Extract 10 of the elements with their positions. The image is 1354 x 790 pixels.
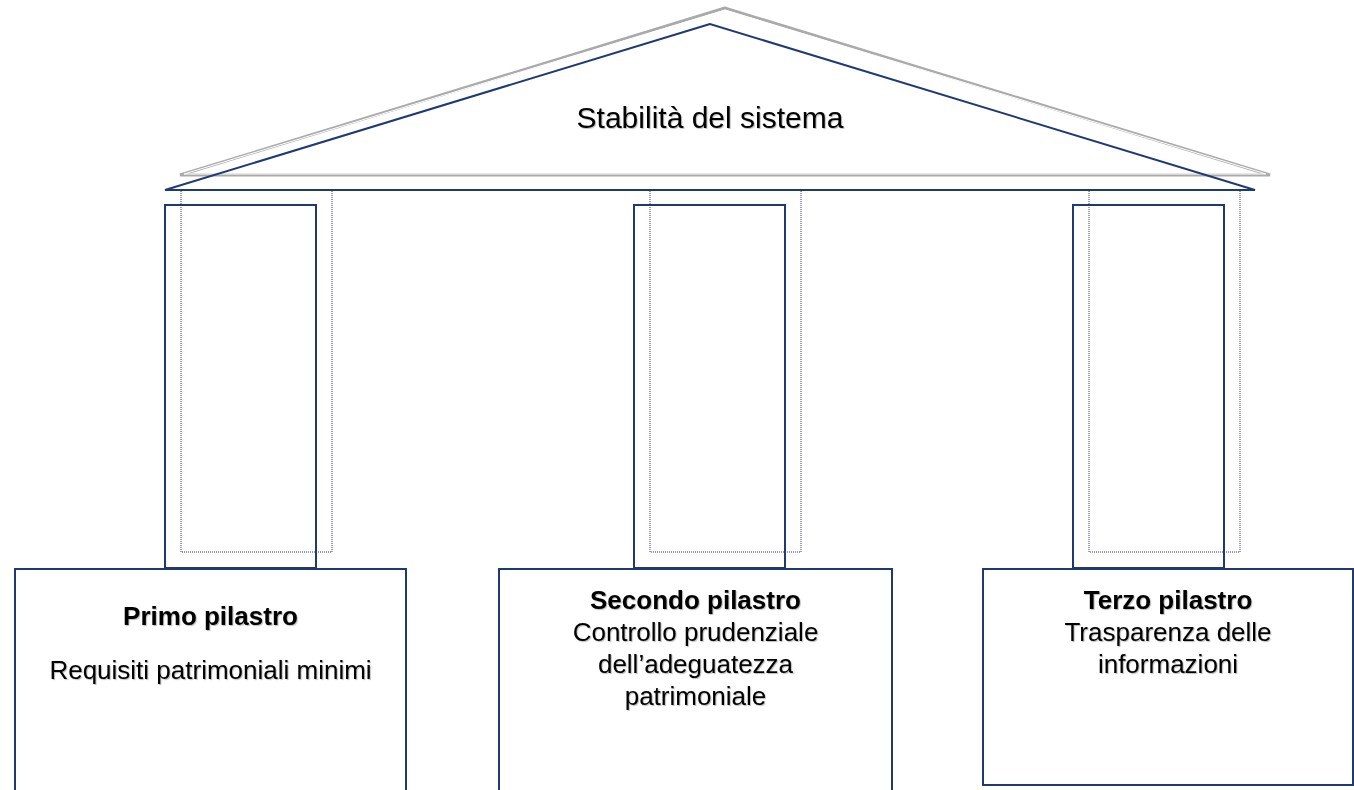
pillar-description: Requisiti patrimoniali minimi — [48, 654, 373, 686]
roof-text: Stabilità del sistema — [575, 102, 845, 134]
pillar-box — [14, 568, 407, 790]
pillar-box — [498, 568, 893, 790]
pillar-title: Secondo pilastro — [589, 584, 802, 616]
pillar-box — [982, 568, 1354, 786]
pillar-description: Controllo prudenziale dell’adeguatezza patrimoniale — [571, 616, 820, 712]
pillar-description: Trasparenza delle informazioni — [1063, 616, 1273, 680]
pillar-title: Terzo pilastro — [1082, 584, 1254, 616]
pillar-title: Primo pilastro — [122, 600, 299, 632]
